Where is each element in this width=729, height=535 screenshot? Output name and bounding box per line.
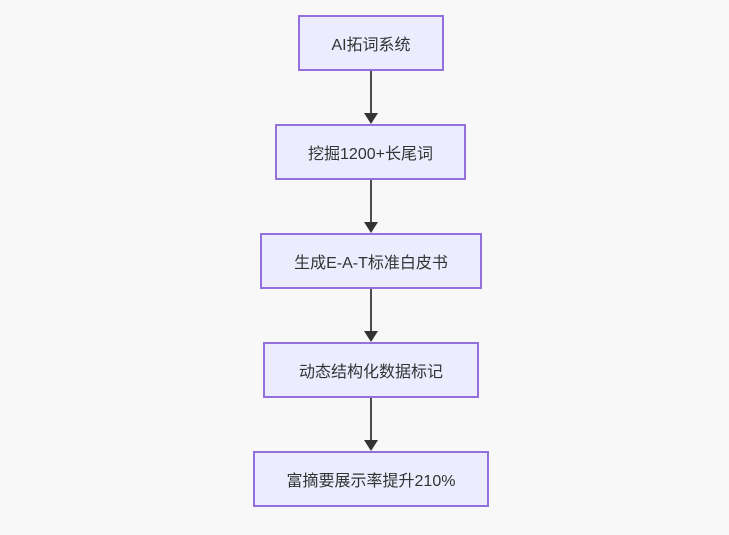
node-label: 生成E-A-T标准白皮书 [294,255,448,272]
flowchart-node-ai-word-expansion: AI拓词系统 [298,15,444,71]
flow-arrow-3 [364,289,378,342]
flow-arrow-1 [364,71,378,124]
arrow-shaft [370,180,372,222]
flowchart-node-structured-data-markup: 动态结构化数据标记 [263,342,479,398]
flowchart-node-eat-whitepaper: 生成E-A-T标准白皮书 [260,233,482,289]
arrow-shaft [370,398,372,440]
flow-arrow-2 [364,180,378,233]
node-label: 动态结构化数据标记 [298,364,443,381]
arrowhead-down-icon [364,331,378,342]
flowchart-node-rich-snippet-result: 富摘要展示率提升210% [253,451,489,507]
arrowhead-down-icon [364,222,378,233]
node-label: AI拓词系统 [331,37,411,54]
arrowhead-down-icon [364,440,378,451]
arrow-shaft [370,289,372,331]
arrowhead-down-icon [364,113,378,124]
flowchart-node-longtail-mining: 挖掘1200+长尾词 [275,124,466,180]
flow-arrow-4 [364,398,378,451]
arrow-shaft [370,71,372,113]
node-label: 富摘要展示率提升210% [286,473,456,490]
node-label: 挖掘1200+长尾词 [308,146,433,163]
